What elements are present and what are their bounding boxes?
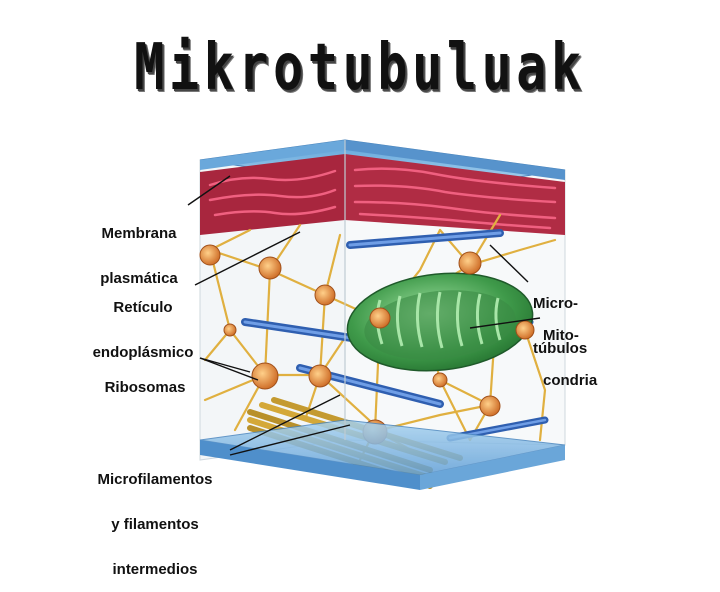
label-line: Mito-	[543, 327, 579, 344]
label-line: Microfilamentos	[97, 471, 213, 488]
label-reticulo-endoplasmico: Retículo endoplásmico	[78, 270, 208, 375]
ribosome	[369, 307, 391, 329]
label-line: Ribosomas	[104, 379, 186, 396]
slide-title: Mikrotubuluak	[134, 31, 586, 105]
cytoskeleton-diagram	[187, 139, 566, 490]
label-line: y filamentos	[111, 516, 199, 533]
mitochondria	[346, 272, 534, 372]
ribosome	[308, 364, 332, 388]
ribosome	[199, 244, 221, 266]
label-line: intermedios	[112, 561, 198, 578]
label-ribosomas: Ribosomas	[90, 350, 200, 410]
label-line: Retículo	[113, 299, 173, 316]
bottom-plate	[199, 419, 566, 490]
ribosome	[479, 395, 501, 417]
label-membrana-plasmatica: Membrana plasmática	[86, 196, 192, 301]
label-line: endoplásmico	[92, 344, 194, 361]
plasma-membrane	[200, 154, 565, 235]
ribosome	[251, 362, 279, 390]
label-line: túbulos	[533, 340, 588, 357]
ribosome	[458, 251, 482, 275]
label-mitocondria: Mito- condria	[543, 298, 633, 403]
ribosome	[432, 372, 448, 388]
ribosome	[515, 320, 535, 340]
leader-lines	[187, 175, 541, 456]
label-microtubulos: Micro- túbulos	[533, 266, 623, 371]
label-line: Membrana	[101, 225, 177, 242]
ribosome	[223, 323, 237, 337]
label-line: condria	[543, 372, 598, 389]
label-line: plasmática	[100, 270, 178, 287]
ribosome	[258, 256, 282, 280]
ribosome	[314, 284, 336, 306]
label-microfilamentos: Microfilamentos y filamentos intermedios	[80, 442, 230, 592]
label-line: Micro-	[533, 295, 578, 312]
